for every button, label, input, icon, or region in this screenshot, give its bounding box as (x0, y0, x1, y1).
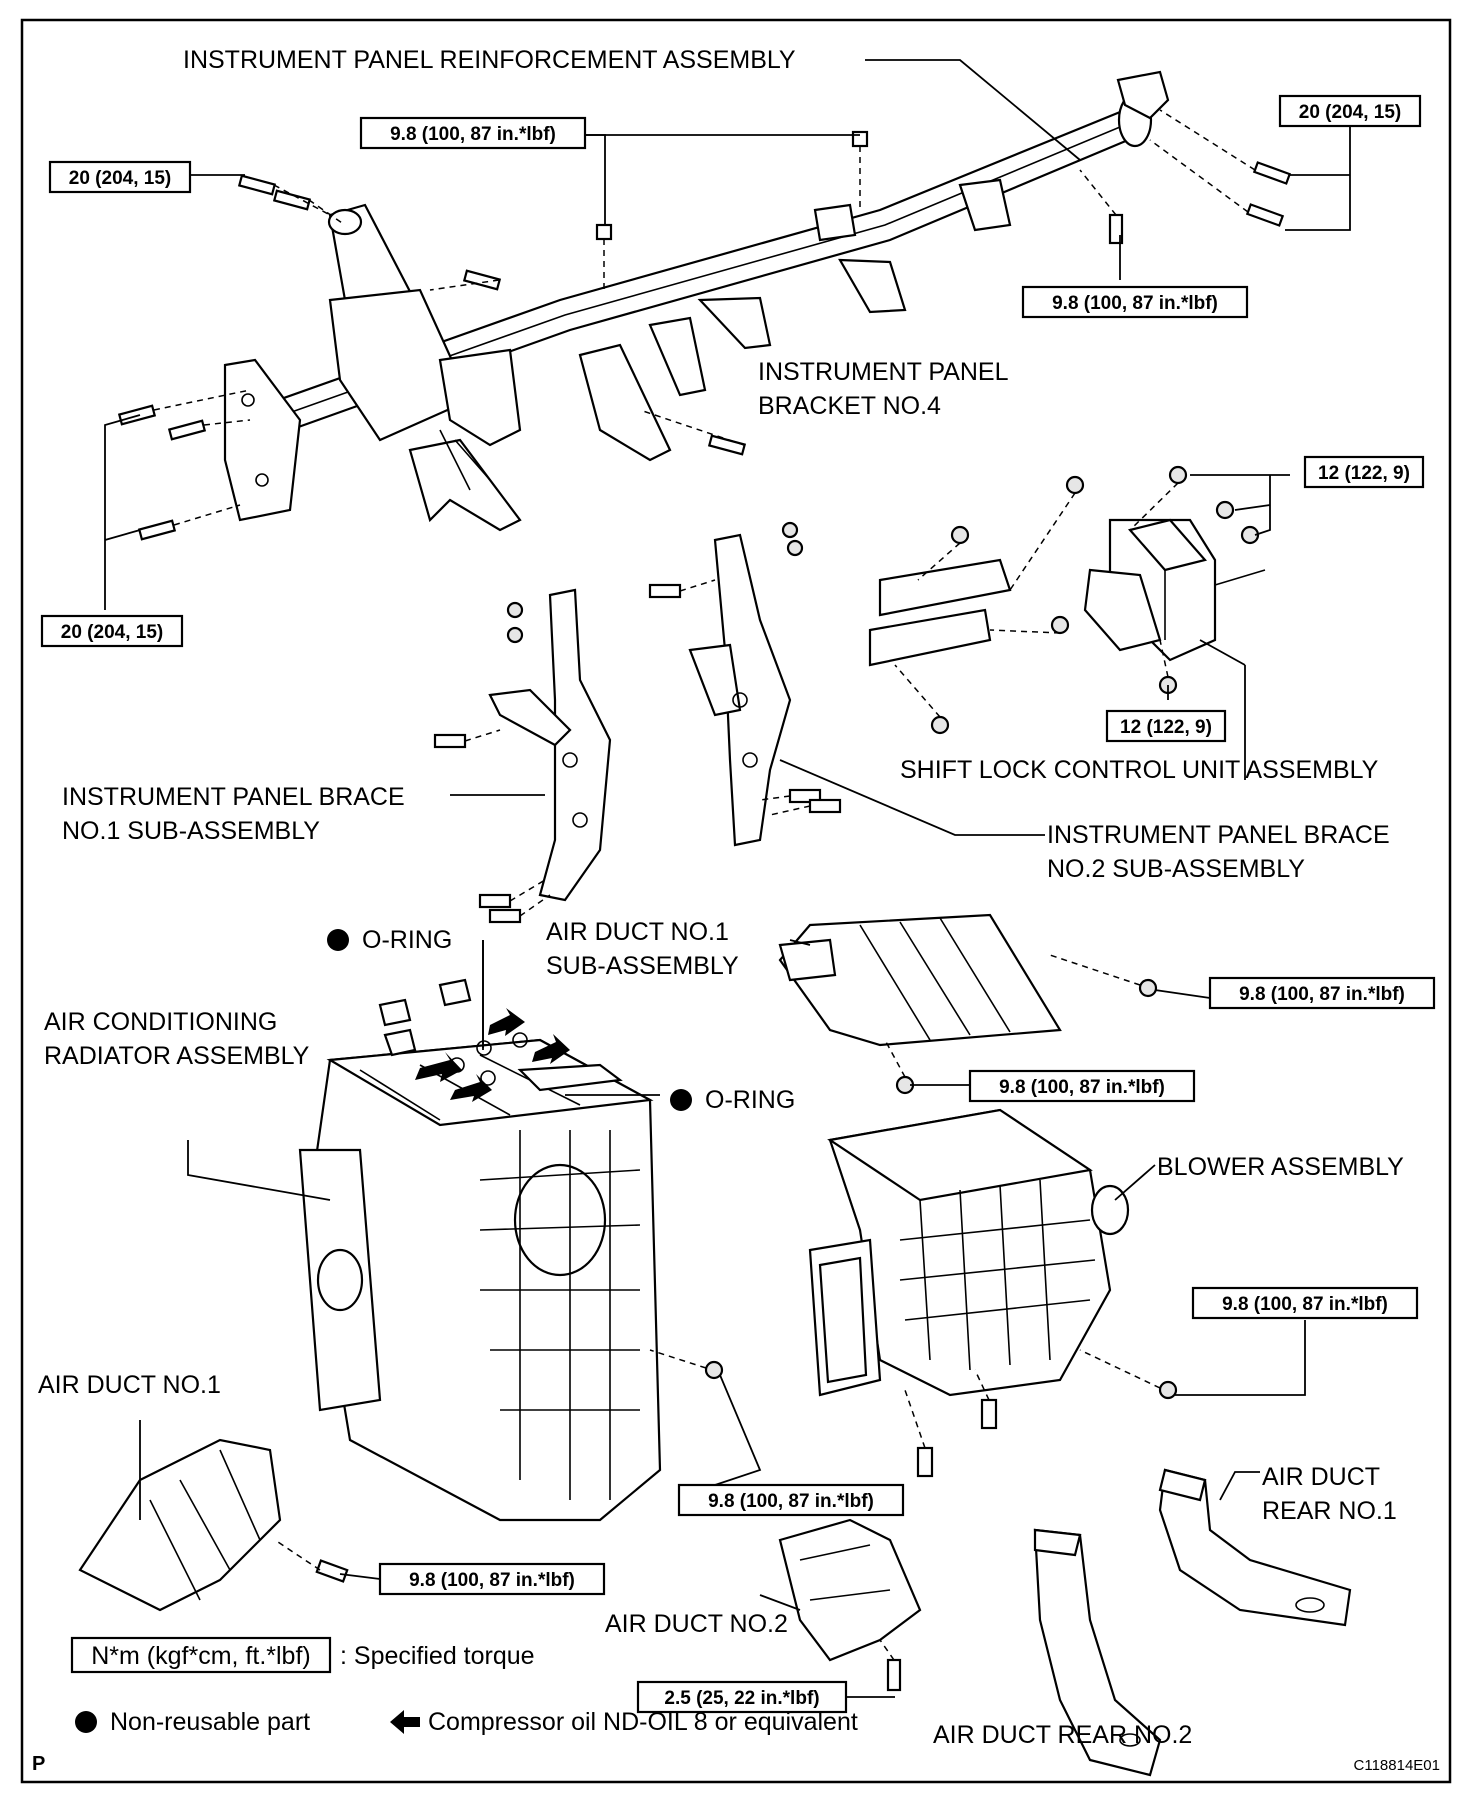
torque-box-98-radiator: 9.8 (100, 87 in.*lbf) (677, 1483, 905, 1517)
air-duct1-sub-drawing (778, 913, 1158, 1095)
torque-box-98-duct-sub-right: 9.8 (100, 87 in.*lbf) (1208, 976, 1436, 1010)
leader-lines (104, 59, 1351, 1698)
svg-text:9.8 (100, 87 in.*lbf): 9.8 (100, 87 in.*lbf) (409, 1570, 575, 1591)
svg-text:20 (204, 15): 20 (204, 15) (61, 622, 163, 643)
svg-text:9.8 (100, 87 in.*lbf): 9.8 (100, 87 in.*lbf) (390, 124, 556, 145)
legend-compressor-oil-arrow (390, 1710, 420, 1734)
brace-no1-drawing (433, 588, 612, 924)
label-air-duct1-sub-line2: SUB-ASSEMBLY (546, 952, 739, 980)
ac-radiator-drawing (298, 978, 724, 1522)
svg-text:2.5 (25, 22 in.*lbf): 2.5 (25, 22 in.*lbf) (664, 1688, 819, 1709)
legend: N*m (kgf*cm, ft.*lbf) : Specified torque… (70, 1636, 858, 1736)
label-brace2-line1: INSTRUMENT PANEL BRACE (1047, 821, 1390, 849)
legend-compressor-oil: Compressor oil ND-OIL 8 or equivalent (428, 1708, 858, 1736)
label-air-duct1-sub-line1: AIR DUCT NO.1 (546, 918, 729, 946)
label-air-duct-rear2: AIR DUCT REAR NO.2 (933, 1721, 1192, 1749)
non-reusable-dot-oring-bottom (670, 1089, 692, 1111)
svg-text:9.8 (100, 87 in.*lbf): 9.8 (100, 87 in.*lbf) (708, 1491, 874, 1512)
svg-text:9.8 (100, 87 in.*lbf): 9.8 (100, 87 in.*lbf) (1052, 293, 1218, 314)
legend-unit-box (70, 1636, 332, 1674)
label-shift-lock: SHIFT LOCK CONTROL UNIT ASSEMBLY (900, 756, 1379, 784)
svg-text:9.8 (100, 87 in.*lbf): 9.8 (100, 87 in.*lbf) (999, 1077, 1165, 1098)
non-reusable-dot-oring-top (327, 929, 349, 951)
label-reinforcement: INSTRUMENT PANEL REINFORCEMENT ASSEMBLY (183, 46, 796, 74)
air-duct2-drawing (778, 1518, 922, 1692)
label-brace2-line2: NO.2 SUB-ASSEMBLY (1047, 855, 1305, 883)
legend-unit-text: N*m (kgf*cm, ft.*lbf) (91, 1642, 310, 1670)
torque-box-12-lower: 12 (122, 9) (1105, 709, 1227, 743)
label-brace1-line1: INSTRUMENT PANEL BRACE (62, 783, 405, 811)
torque-box-20-left: 20 (204, 15) (40, 614, 184, 648)
air-duct1-drawing (78, 1438, 349, 1612)
torque-box-98-duct-sub-bottom: 9.8 (100, 87 in.*lbf) (968, 1069, 1196, 1103)
air-duct-rear2-drawing (1033, 1528, 1162, 1777)
torque-box-20-top-right: 20 (204, 15) (1278, 94, 1422, 128)
torque-box-12-upper: 12 (122, 9) (1303, 455, 1425, 489)
figure-frame (20, 18, 1452, 1784)
torque-box-25-air-duct2: 2.5 (25, 22 in.*lbf) (636, 1680, 848, 1714)
label-air-duct1: AIR DUCT NO.1 (38, 1371, 221, 1399)
torque-box-20-top-left: 20 (204, 15) (48, 160, 192, 194)
compressor-oil-arrows (415, 1008, 570, 1102)
blower-assembly-drawing (808, 1108, 1178, 1478)
label-brace1-line2: NO.1 SUB-ASSEMBLY (62, 817, 320, 845)
legend-unit-desc: : Specified torque (340, 1642, 535, 1670)
air-duct-rear1-drawing (1158, 1468, 1352, 1627)
label-oring-bottom: O-RING (705, 1086, 795, 1114)
label-air-duct-rear1-line1: AIR DUCT (1262, 1463, 1380, 1491)
label-bracket4-line2: BRACKET NO.4 (758, 392, 941, 420)
label-ac-radiator-line2: RADIATOR ASSEMBLY (44, 1042, 310, 1070)
legend-non-reusable: Non-reusable part (110, 1708, 310, 1736)
torque-box-98-top: 9.8 (100, 87 in.*lbf) (359, 116, 587, 150)
brace-no2-drawing (648, 521, 842, 847)
reinforcement-assembly-drawing (117, 70, 1292, 541)
label-blower: BLOWER ASSEMBLY (1157, 1153, 1404, 1181)
svg-text:20 (204, 15): 20 (204, 15) (1299, 102, 1401, 123)
page-mark: P (32, 1753, 45, 1775)
legend-non-reusable-dot (75, 1711, 97, 1733)
label-air-duct2: AIR DUCT NO.2 (605, 1610, 788, 1638)
torque-box-98-right: 9.8 (100, 87 in.*lbf) (1021, 285, 1249, 319)
label-ac-radiator-line1: AIR CONDITIONING (44, 1008, 277, 1036)
torque-box-98-air-duct1: 9.8 (100, 87 in.*lbf) (378, 1562, 606, 1596)
label-oring-top: O-RING (362, 926, 452, 954)
figure-code: C118814E01 (1354, 1757, 1440, 1774)
svg-text:20 (204, 15): 20 (204, 15) (69, 168, 171, 189)
svg-text:9.8 (100, 87 in.*lbf): 9.8 (100, 87 in.*lbf) (1222, 1294, 1388, 1315)
torque-box-98-blower: 9.8 (100, 87 in.*lbf) (1191, 1286, 1419, 1320)
svg-text:9.8 (100, 87 in.*lbf): 9.8 (100, 87 in.*lbf) (1239, 984, 1405, 1005)
svg-text:12 (122, 9): 12 (122, 9) (1318, 463, 1410, 484)
shift-lock-unit-drawing (868, 465, 1266, 735)
label-air-duct-rear1-line2: REAR NO.1 (1262, 1497, 1397, 1525)
label-bracket4-line1: INSTRUMENT PANEL (758, 358, 1009, 386)
svg-text:12 (122, 9): 12 (122, 9) (1120, 717, 1212, 738)
